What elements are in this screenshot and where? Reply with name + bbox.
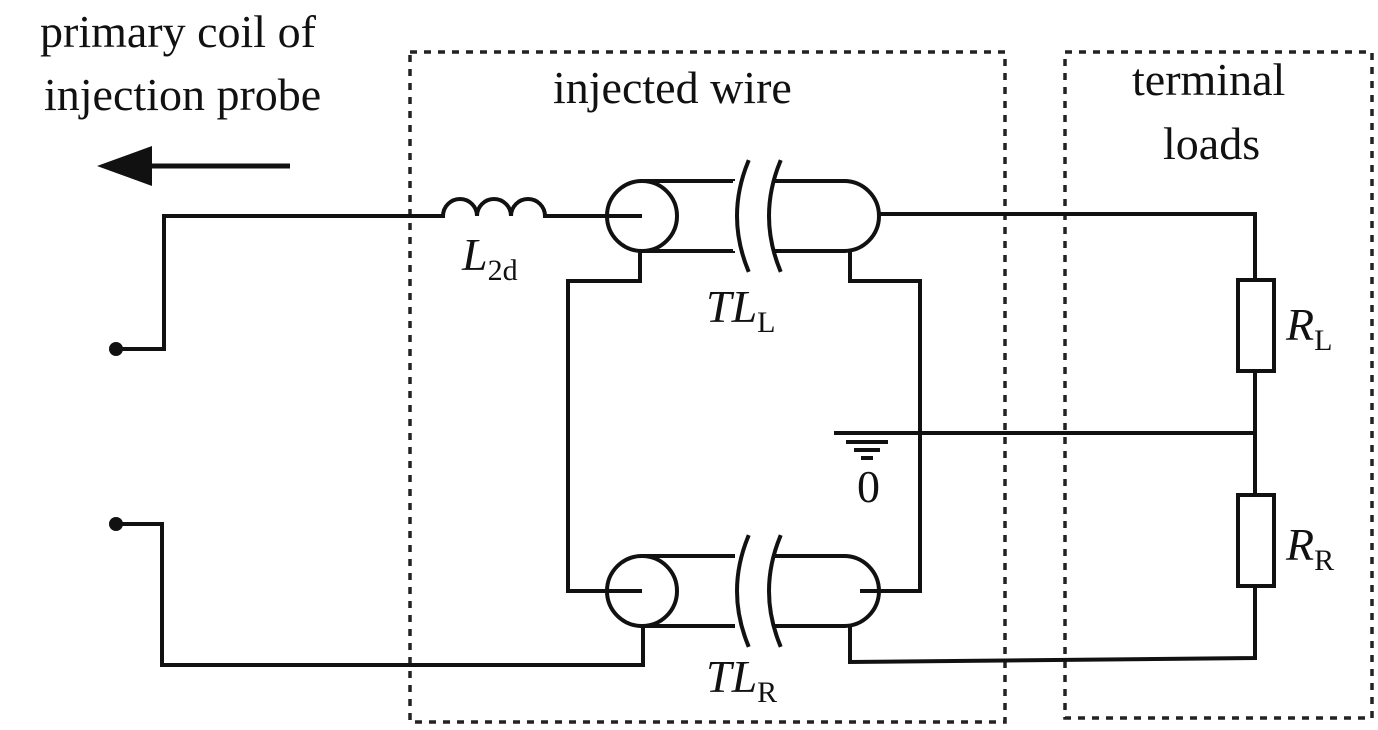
shield-left-wire <box>566 249 642 593</box>
resistor-icon <box>1236 278 1276 373</box>
ground-label: 0 <box>857 461 880 512</box>
probe-label-line1: primary coil of <box>40 6 317 57</box>
r-left-label: RL <box>1285 299 1332 357</box>
resistor-icon <box>1236 493 1276 588</box>
tl-right-label: TLR <box>706 651 777 709</box>
injected-wire-label: injected wire <box>553 62 792 113</box>
terminal-label-line1: terminal <box>1132 54 1285 105</box>
transmission-line-right <box>566 534 881 648</box>
inductor-label: L2d <box>461 229 518 287</box>
shield-right-wire <box>848 249 922 593</box>
probe-label-line2: injection probe <box>44 69 321 120</box>
tl-right-output-wire <box>848 583 1257 665</box>
tl-left-output-wire <box>877 212 1257 282</box>
injected-wire-box <box>408 50 1007 724</box>
probe-terminal-top <box>109 214 445 356</box>
inductor-coil-icon <box>440 197 610 219</box>
tl-left-label: TLL <box>706 281 776 339</box>
transmission-line-left <box>605 159 881 273</box>
terminal-loads-box <box>1063 50 1374 720</box>
terminal-label-line2: loads <box>1163 118 1260 169</box>
arrow-left-icon <box>97 146 290 186</box>
r-right-label: RR <box>1285 519 1334 577</box>
probe-terminal-bottom <box>109 517 645 667</box>
ground-icon <box>836 431 898 460</box>
